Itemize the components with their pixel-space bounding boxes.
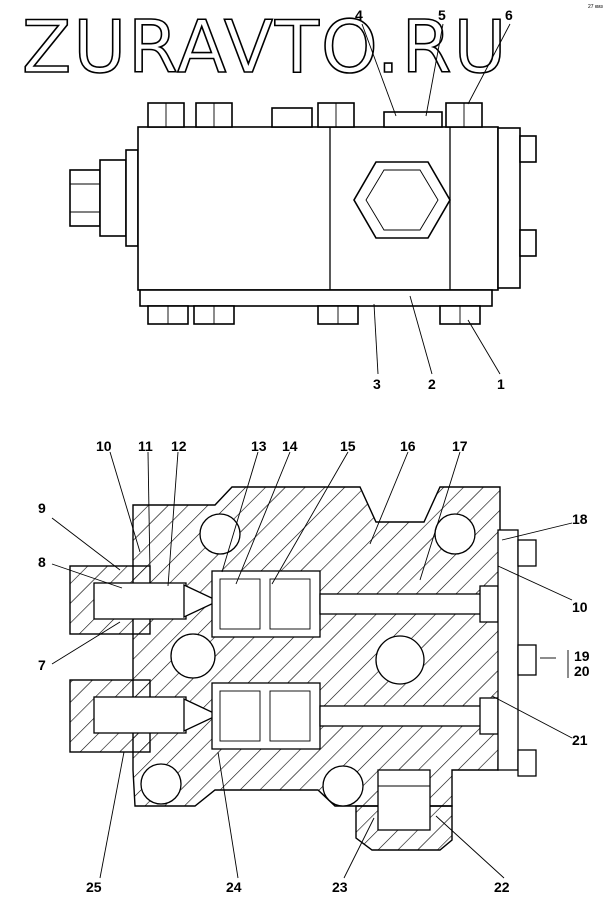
callout-3: 3	[373, 376, 381, 392]
callout-8: 8	[38, 554, 46, 570]
valve-section-view	[51, 451, 573, 879]
watermark: ZURAVTO.RU	[22, 5, 508, 89]
callout-12: 12	[171, 438, 187, 454]
callout-9: 9	[38, 500, 46, 516]
callout-14: 14	[282, 438, 298, 454]
callouts: 4 5 6 3 2 1 10 11 12 13 14 15 16 17 18 9…	[38, 7, 590, 895]
callout-13: 13	[251, 438, 267, 454]
callout-5: 5	[438, 7, 446, 23]
callout-15: 15	[340, 438, 356, 454]
callout-16: 16	[400, 438, 416, 454]
callout-17: 17	[452, 438, 468, 454]
callout-10-right: 10	[572, 599, 588, 615]
callout-19: 19	[574, 648, 590, 664]
callout-6: 6	[505, 7, 513, 23]
callout-1: 1	[497, 376, 505, 392]
callout-25: 25	[86, 879, 102, 895]
callout-21: 21	[572, 732, 588, 748]
callout-11: 11	[138, 438, 153, 454]
callout-22: 22	[494, 879, 510, 895]
callout-24: 24	[226, 879, 242, 895]
callout-20: 20	[574, 663, 590, 679]
callout-2: 2	[428, 376, 436, 392]
valve-top-view	[69, 23, 537, 375]
corner-mark: 27 кмз	[588, 4, 604, 10]
callout-18: 18	[572, 511, 588, 527]
callout-4: 4	[355, 7, 363, 23]
callout-7: 7	[38, 657, 46, 673]
callout-23: 23	[332, 879, 348, 895]
callout-10-top: 10	[96, 438, 112, 454]
